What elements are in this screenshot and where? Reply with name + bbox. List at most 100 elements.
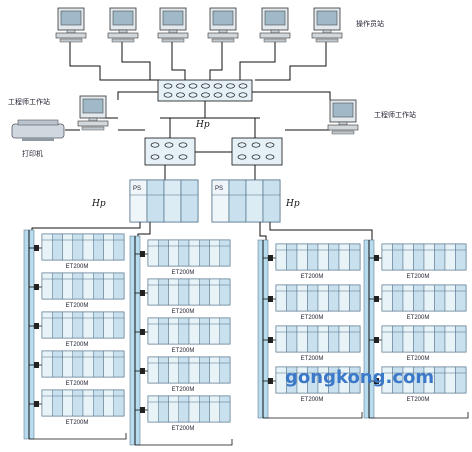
- bus-connector-icon: [140, 290, 145, 296]
- io-module: [286, 325, 298, 353]
- switch-port: [265, 154, 275, 160]
- et200m-label: ET200M: [66, 264, 89, 270]
- bus-connector-icon: [34, 323, 39, 329]
- et200m-columns: ET200MET200MET200MET200MET200MET200MET20…: [23, 229, 469, 446]
- io-module: [199, 395, 210, 423]
- operator-station-group: [55, 7, 343, 43]
- io-module: [93, 350, 104, 378]
- io-module: [103, 350, 114, 378]
- ps-label-2: PS: [215, 186, 223, 192]
- io-module: [62, 272, 73, 300]
- io-module: [168, 278, 179, 306]
- io-module: [93, 311, 104, 339]
- switch-port: [164, 154, 174, 160]
- top-network-switch: [157, 79, 253, 102]
- bus-connector-icon: [268, 296, 273, 302]
- et200m-label: ET200M: [301, 356, 324, 362]
- io-module: [209, 356, 220, 384]
- io-module: [41, 311, 53, 339]
- et200m-station: ET200M: [263, 284, 361, 321]
- et200m-label: ET200M: [407, 315, 430, 321]
- controller-rack-1: [129, 179, 199, 223]
- et200m-label: ET200M: [172, 348, 195, 354]
- et200m-station: ET200M: [263, 325, 361, 362]
- io-module: [349, 325, 361, 353]
- io-module: [147, 395, 159, 423]
- switch-port: [176, 83, 185, 89]
- io-module: [381, 325, 393, 353]
- io-module: [349, 243, 361, 271]
- et200m-station: ET200M: [369, 284, 467, 321]
- io-module: [199, 317, 210, 345]
- io-module: [455, 284, 467, 312]
- bus-connector-icon: [374, 296, 379, 302]
- io-module: [402, 325, 414, 353]
- io-module: [209, 239, 220, 267]
- et200m-label: ET200M: [66, 381, 89, 387]
- switch-port: [251, 154, 261, 160]
- switch-port: [238, 92, 248, 98]
- io-module: [209, 395, 220, 423]
- io-module: [93, 272, 104, 300]
- io-module: [349, 366, 361, 394]
- et200m-station: ET200M: [135, 239, 231, 276]
- et200m-station: ET200M: [135, 317, 231, 354]
- et200m-label: ET200M: [301, 274, 324, 280]
- operator-workstation-1: [55, 7, 87, 43]
- io-module: [62, 233, 73, 261]
- bus-connector-icon: [34, 401, 39, 407]
- bus-connector-icon: [374, 337, 379, 343]
- io-module: [41, 350, 53, 378]
- io-module: [307, 325, 319, 353]
- io-module: [147, 278, 159, 306]
- io-module: [349, 284, 361, 312]
- io-module: [219, 278, 231, 306]
- io-module: [188, 317, 200, 345]
- io-module: [52, 311, 63, 339]
- operator-workstation-4: [207, 7, 239, 43]
- switch-port: [226, 83, 235, 89]
- io-module: [392, 284, 404, 312]
- io-module: [392, 325, 404, 353]
- hp-label-top: Hp: [195, 120, 210, 130]
- operator-workstation-3: [157, 7, 189, 43]
- io-module: [296, 284, 308, 312]
- io-module: [307, 243, 319, 271]
- bus-connector-icon: [34, 245, 39, 251]
- bus-connector-icon: [34, 362, 39, 368]
- io-module: [62, 350, 73, 378]
- io-module: [103, 311, 114, 339]
- io-module: [413, 243, 425, 271]
- io-module: [82, 389, 94, 417]
- switch-port: [178, 154, 188, 160]
- et200m-label: ET200M: [407, 397, 430, 403]
- switch-port: [213, 92, 223, 98]
- io-module: [434, 284, 446, 312]
- io-module: [307, 284, 319, 312]
- bus-connector-icon: [374, 255, 379, 261]
- io-module: [434, 366, 446, 394]
- io-module: [444, 325, 456, 353]
- switch-port: [176, 92, 185, 98]
- io-module: [113, 233, 125, 261]
- io-module: [444, 366, 456, 394]
- io-module: [209, 317, 220, 345]
- io-module: [168, 395, 179, 423]
- profibus-terminator: [29, 433, 127, 440]
- et200m-label: ET200M: [66, 303, 89, 309]
- et200m-station: ET200M: [263, 366, 361, 403]
- io-module: [317, 284, 329, 312]
- et200m-station: ET200M: [135, 356, 231, 393]
- switch-port: [251, 142, 261, 148]
- et200m-station: ET200M: [369, 243, 467, 280]
- engineering-station-left-label: 工程师工作站: [8, 97, 50, 106]
- io-module: [103, 272, 114, 300]
- et200m-station: ET200M: [29, 389, 125, 426]
- switch-port: [213, 83, 223, 89]
- et200m-label: ET200M: [172, 270, 195, 276]
- io-module: [52, 272, 63, 300]
- io-module: [178, 317, 190, 345]
- io-module: [392, 243, 404, 271]
- io-module: [62, 311, 73, 339]
- io-module: [188, 239, 200, 267]
